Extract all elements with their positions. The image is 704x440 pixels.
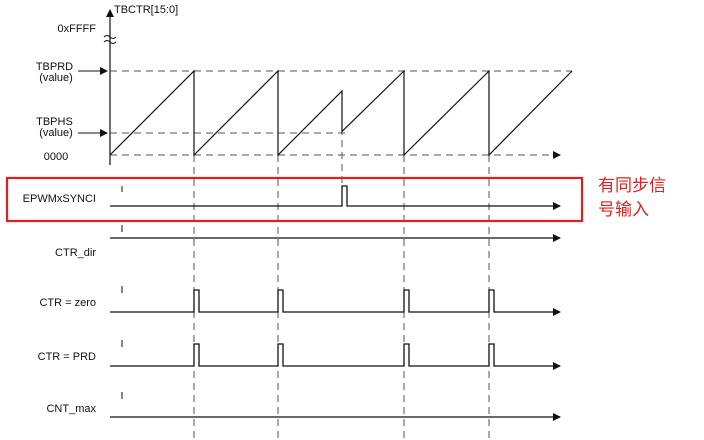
signal-label-sync: EPWMxSYNCI xyxy=(23,193,96,205)
tick-tbphs-line2: (value) xyxy=(39,127,73,139)
tick-tbprd-line1: TBPRD xyxy=(36,61,73,73)
sync-input-wave xyxy=(110,185,561,210)
signal-label-prd: CTR = PRD xyxy=(38,351,96,363)
signal-label-max: CNT_max xyxy=(46,403,96,415)
tick-zero-label: 0000 xyxy=(44,151,68,163)
signal-label-dir: CTR_dir xyxy=(55,247,96,259)
tick-tbphs-label: TBPHS (value) xyxy=(36,116,76,139)
tick-tbprd-line2: (value) xyxy=(39,72,73,84)
tick-ffff: 0xFFFF xyxy=(58,23,97,35)
ctr-prd-wave xyxy=(110,343,561,370)
tick-tbphs-line1: TBPHS xyxy=(36,116,73,128)
axis-break-icon xyxy=(103,35,117,44)
counter-sawtooth-wave xyxy=(109,69,573,157)
y-axis-title: TBCTR[15:0] xyxy=(114,4,178,16)
signal-label-zero: CTR = zero xyxy=(39,297,96,309)
tick-tbprd-label: TBPRD (value) xyxy=(36,61,76,84)
signal-waveforms xyxy=(110,185,561,421)
ctr-zero-wave xyxy=(110,289,561,316)
sync-highlight-box xyxy=(5,176,584,223)
sync-annotation-line2: 号输入 xyxy=(598,200,649,220)
sync-annotation-line1: 有同步信 xyxy=(598,176,666,196)
